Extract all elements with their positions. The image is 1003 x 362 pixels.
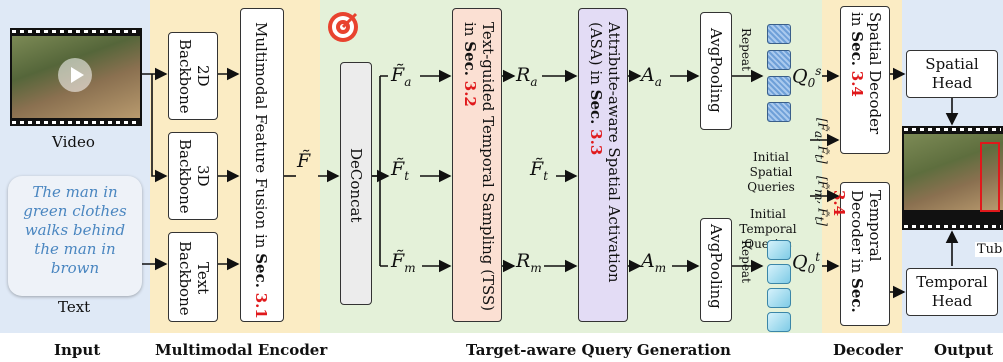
fusion-prefix: Multimodal Feature Fusion in [252,22,270,249]
spatial-queries-caption: Initial Spatial Queries [747,150,795,194]
text-query-box [8,176,142,296]
repeat-bottom-label: Repeat [739,240,753,283]
spatial-head-label: Spatial Head [925,55,979,92]
tss-box [452,8,502,322]
target-icon [326,10,360,48]
bottom-label-input: Input [54,341,101,359]
aa-symbol: Aa [641,64,662,89]
am-symbol: Am [641,250,667,275]
avgpool-bottom-box [700,218,732,322]
spatial-decoder-label: Spatial Decoder in Sec. 3.4 [848,12,884,148]
deconcat-label: DeConcat [347,148,365,223]
tss-label: Text-guided Temporal Sampling (TSS) in S… [459,22,497,312]
asa-prefix: Attribute-aware Spatial Activation (ASA)… [587,22,623,283]
temporal-decoder-box [840,182,890,326]
temporal-context-symbol: [F̃m, F̃t] [812,176,830,226]
ra-symbol: Ra [516,64,538,89]
spatial-query-cube [767,76,791,96]
backbone-2d-label: 2D Backbone [176,38,212,114]
spatial-context-symbol: [F̃a, F̃t] [812,118,830,164]
temporal-decoder-label: Temporal Decoder in Sec. 3.4 [830,190,884,322]
bottom-label-encoder: Multimodal Encoder [155,341,328,359]
asa-sec: Sec. [587,89,605,125]
backbone-text-box [168,232,218,322]
temporal-query-cube [767,288,791,308]
spatial-query-cube [767,50,791,70]
spatial-decoder-sec-num: 3.4 [848,70,866,97]
temporal-head-box [906,268,998,316]
video-label: Video [52,133,95,151]
tss-sec-num: 3.2 [461,80,479,107]
temporal-queries-caption: Initial Temporal Queries [739,207,797,251]
avgpool-top-box [700,12,732,130]
tss-prefix: Text-guided Temporal Sampling (TSS) in [461,22,497,312]
appearance-feature-symbol: F̃a [391,64,412,89]
text-label: Text [58,298,91,316]
feature-fusion-box [240,8,284,322]
asa-sec-num: 3.3 [587,129,605,156]
text-query: The man in green clothes walks behind th… [23,183,127,277]
asa-ft-symbol: F̃t [530,158,549,183]
tube-label: Tube [975,242,1003,257]
fused-feature-symbol: F̃ [297,150,311,172]
tube-bounding-box [980,142,1000,212]
temporal-head-label: Temporal Head [916,273,988,310]
spatial-decoder-prefix: Spatial Decoder in [848,12,884,135]
asa-box [578,8,628,322]
q0t-symbol: Q0t [792,250,821,277]
backbone-2d-box [168,32,218,120]
temporal-query-cube [767,240,791,260]
motion-feature-symbol: F̃m [391,250,416,275]
q0s-symbol: Q0s [792,64,822,91]
avgpool-bottom-label: AvgPooling [707,224,725,309]
tss-sec: Sec. [461,41,479,76]
spatial-head-box [906,50,998,98]
temporal-query-cube [767,264,791,284]
spatial-decoder-sec: Sec. [848,31,866,66]
feature-fusion-label: Multimodal Feature Fusion in Sec. 3.1 [252,22,270,319]
bottom-label-output: Output [934,341,994,359]
backbone-text-label: Text Backbone [176,240,212,316]
temporal-decoder-sec: Sec. [848,278,866,313]
spatial-decoder-box [840,6,890,154]
rm-symbol: Rm [516,250,542,275]
output-frame-image [904,134,1003,210]
spatial-query-cube [767,24,791,44]
bottom-label-query-generation: Target-aware Query Generation [466,341,731,359]
fusion-sec-num: 3.1 [252,292,270,319]
asa-label: Attribute-aware Spatial Activation (ASA)… [585,22,623,312]
repeat-top-label: Repeat [739,28,753,71]
query-generation-region [320,0,822,333]
backbone-3d-label: 3D Backbone [176,138,212,214]
play-icon[interactable] [58,58,92,92]
temporal-query-cube [767,312,791,332]
backbone-3d-box [168,132,218,220]
spatial-query-cube [767,102,791,122]
fusion-sec: Sec. [252,253,270,288]
avgpool-top-label: AvgPooling [707,28,725,113]
deconcat-box [340,62,372,305]
temporal-decoder-prefix: Temporal Decoder in [848,190,884,274]
temporal-feature-symbol: F̃t [391,158,410,183]
bottom-label-decoder: Decoder [833,341,903,359]
